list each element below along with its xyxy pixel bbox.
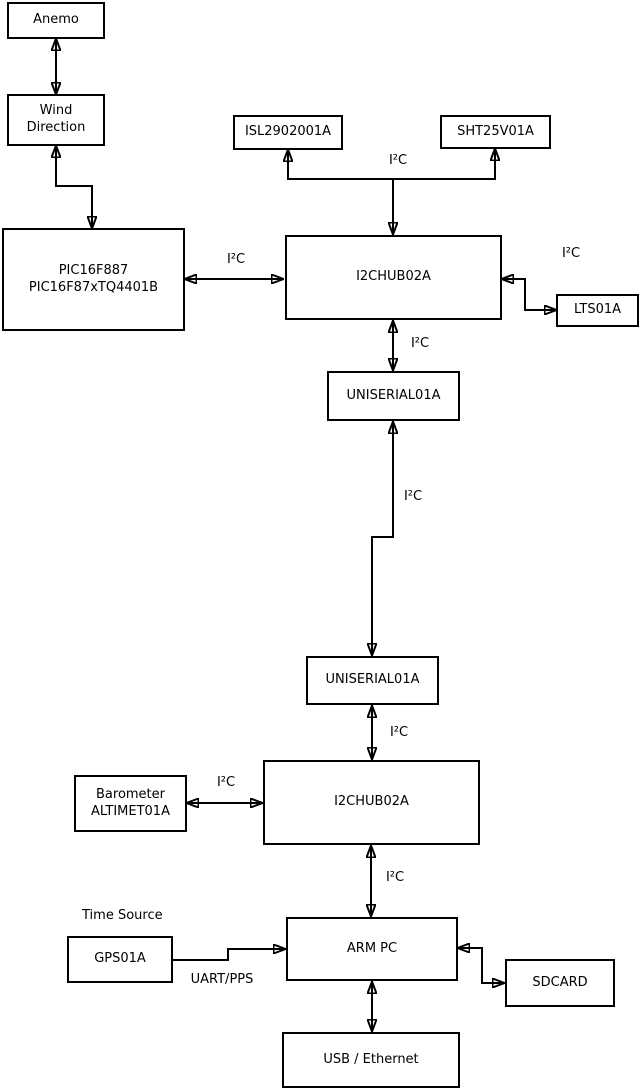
node-i2c-hub-2: I2CHUB02A xyxy=(263,760,480,845)
node-uniserial-1-label: UNISERIAL01A xyxy=(346,387,441,403)
i2c-label-hub2-armpc: I²C xyxy=(385,870,405,885)
edge-wind-pic xyxy=(56,146,92,228)
node-uniserial-2: UNISERIAL01A xyxy=(306,656,439,705)
node-isl2902001a: ISL2902001A xyxy=(233,115,343,150)
uart-pps-label: UART/PPS xyxy=(190,972,254,987)
node-lts01a-label: LTS01A xyxy=(573,302,622,318)
node-usb-ethernet-label: USB / Ethernet xyxy=(323,1051,419,1067)
node-barometer-line1: Barometer xyxy=(96,786,165,802)
edge-uniserial1-uniserial2 xyxy=(372,422,393,655)
i2c-label-uniserial2-hub2: I²C xyxy=(389,725,409,740)
node-arm-pc: ARM PC xyxy=(286,917,458,981)
node-arm-pc-label: ARM PC xyxy=(346,940,398,956)
node-sdcard: SDCARD xyxy=(505,959,615,1007)
node-sht25v01a: SHT25V01A xyxy=(440,115,551,149)
i2c-label-sensor-bus: I²C xyxy=(388,153,408,168)
i2c-label-barometer-hub2: I²C xyxy=(216,775,236,790)
node-barometer-line2: ALTIMET01A xyxy=(91,803,170,819)
node-wind-direction-line2: Direction xyxy=(26,120,86,135)
node-anemometer: Anemo xyxy=(7,2,105,39)
node-i2c-hub-2-label: I2CHUB02A xyxy=(334,794,409,810)
node-wind-direction: Wind Direction xyxy=(7,94,105,146)
i2c-label-uniserial-link: I²C xyxy=(403,489,423,504)
node-sdcard-label: SDCARD xyxy=(532,974,588,990)
edge-hub1-lts xyxy=(502,279,556,310)
node-gps01a-label: GPS01A xyxy=(94,951,146,967)
node-uniserial-2-label: UNISERIAL01A xyxy=(325,672,420,688)
node-wind-direction-line1: Wind xyxy=(39,103,73,119)
node-i2c-hub-1-label: I2CHUB02A xyxy=(356,269,431,285)
node-barometer: Barometer ALTIMET01A xyxy=(74,775,187,832)
edge-gps-armpc xyxy=(173,949,285,961)
edge-sensor-bus-isl-sht xyxy=(288,149,495,180)
node-pic-line2: PIC16F87xTQ4401B xyxy=(28,279,159,295)
node-uniserial-1: UNISERIAL01A xyxy=(327,371,460,421)
node-lts01a: LTS01A xyxy=(556,294,639,327)
edge-armpc-sdcard xyxy=(458,948,504,983)
i2c-label-hub1-lts: I²C xyxy=(561,246,581,261)
i2c-label-pic-hub1: I²C xyxy=(226,252,246,267)
node-isl2902001a-label: ISL2902001A xyxy=(244,124,332,140)
i2c-label-hub1-uniserial1: I²C xyxy=(410,336,430,351)
node-sht25v01a-label: SHT25V01A xyxy=(457,123,534,139)
time-source-label: Time Source xyxy=(82,908,163,923)
node-usb-ethernet: USB / Ethernet xyxy=(282,1032,460,1088)
node-gps01a: GPS01A xyxy=(67,936,173,983)
node-pic-line1: PIC16F887 xyxy=(58,262,129,278)
node-anemometer-label: Anemo xyxy=(33,12,79,28)
node-i2c-hub-1: I2CHUB02A xyxy=(285,235,502,320)
node-pic-microcontroller: PIC16F887 PIC16F87xTQ4401B xyxy=(2,228,185,331)
